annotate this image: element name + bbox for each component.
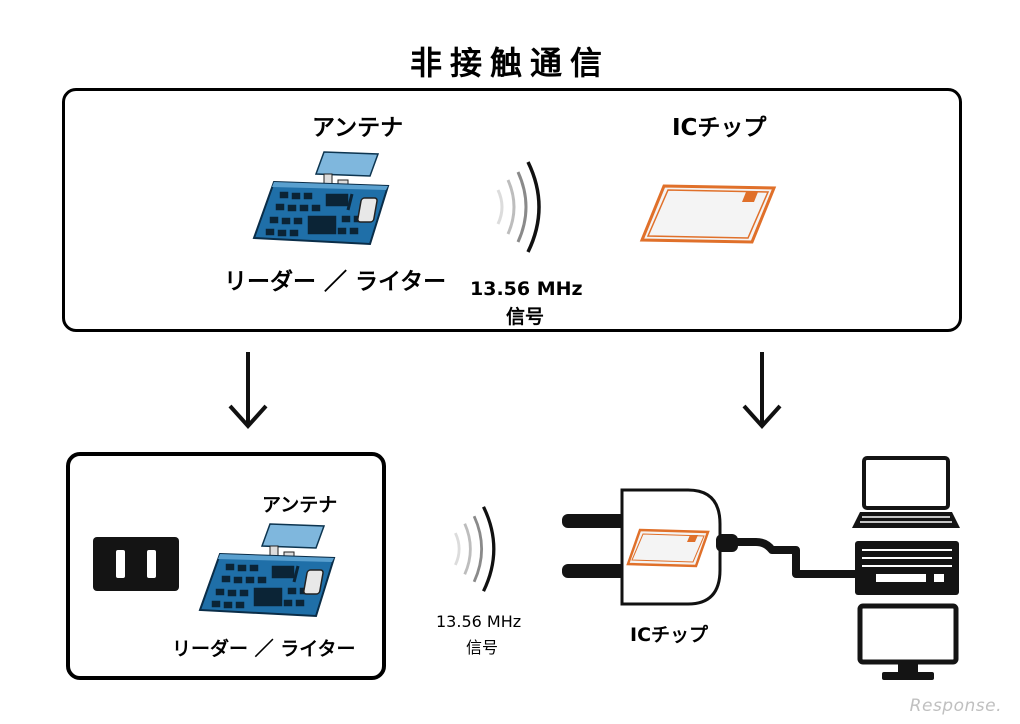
monitor-icon [857, 603, 959, 680]
bottom-antenna-label: アンテナ [262, 494, 338, 516]
plug-ic-chip-icon [626, 528, 710, 568]
bottom-radio-wave-icon [454, 506, 496, 592]
radio-wave-icon [496, 161, 541, 253]
bottom-signal-word: 信号 [466, 638, 499, 657]
bottom-signal-frequency: 13.56 MHz [436, 612, 522, 631]
bottom-reader-writer-label: リーダー ／ ライター [172, 638, 356, 660]
bottom-reader-writer-board-icon [198, 523, 336, 618]
plug-icon [562, 488, 858, 606]
laptop-icon [852, 456, 960, 528]
top-signal-word: 信号 [506, 306, 545, 328]
down-arrow-icon-right [742, 352, 782, 429]
top-chip-label: ICチップ [672, 115, 767, 141]
diagram-title: 非接触通信 [409, 44, 610, 82]
down-arrow-icon-left [228, 352, 268, 429]
response-watermark: Response. [909, 696, 1002, 716]
ic-card-icon [639, 184, 777, 244]
top-reader-writer-label: リーダー ／ ライター [224, 269, 447, 295]
top-panel [62, 88, 962, 332]
top-signal-frequency: 13.56 MHz [470, 278, 583, 300]
top-antenna-label: アンテナ [312, 115, 404, 141]
desktop-pc-icon [855, 541, 959, 595]
bottom-panel [66, 452, 386, 680]
bottom-chip-label: ICチップ [630, 624, 709, 646]
reader-writer-board-icon [252, 151, 390, 246]
outlet-icon [93, 537, 179, 591]
